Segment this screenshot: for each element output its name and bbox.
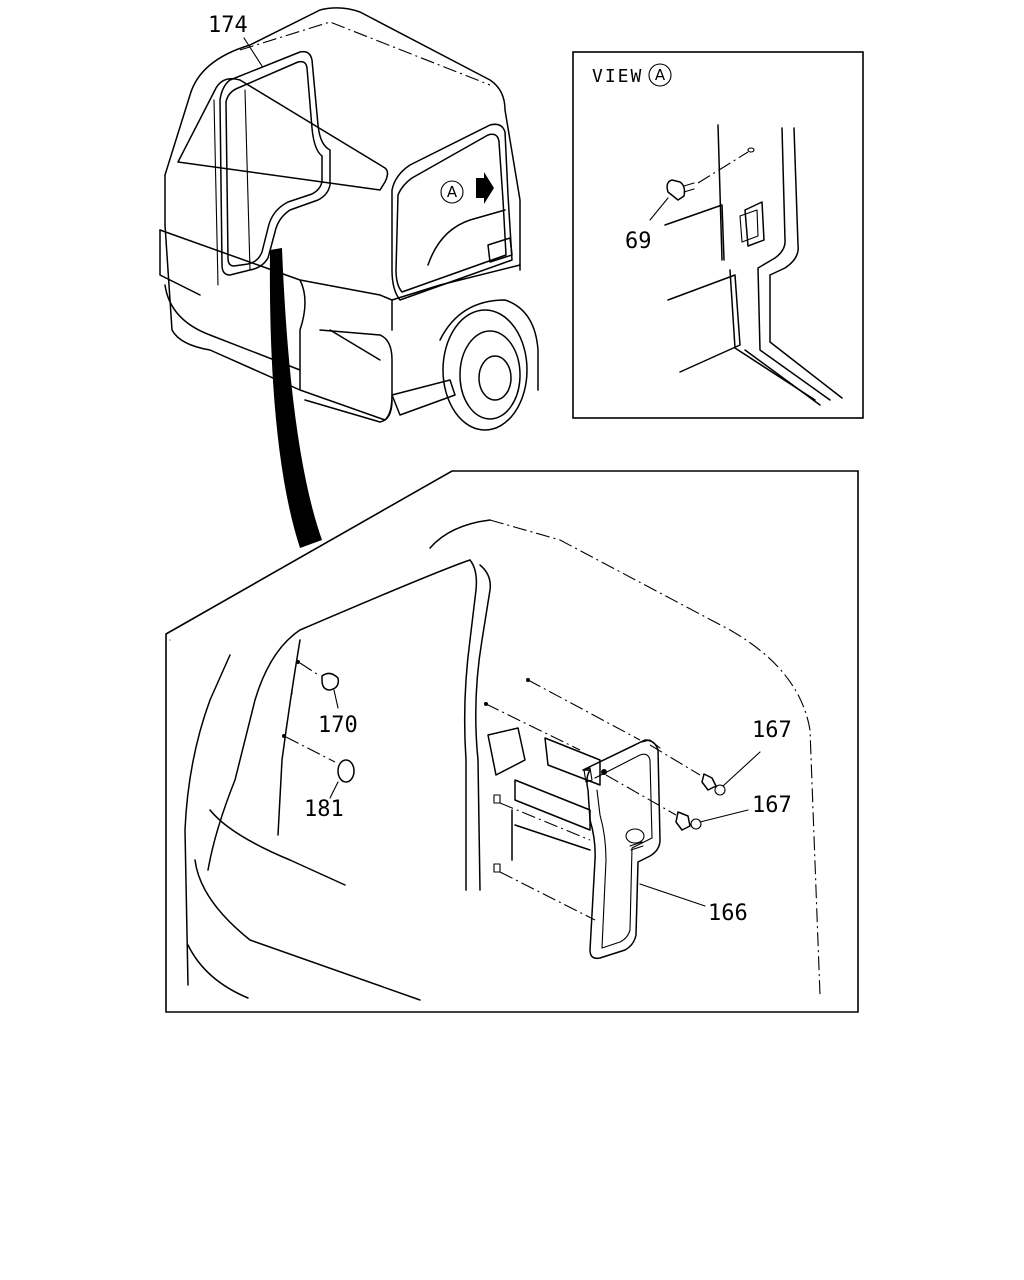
right-arrow-icon: [476, 172, 494, 204]
callout-174: 174: [208, 13, 248, 38]
callout-167-lower: 167: [752, 793, 792, 818]
view-title: VIEW: [592, 66, 643, 87]
callout-170: 170: [318, 713, 358, 738]
truck-view-marker: A: [447, 183, 458, 201]
detail-view: 167 167 166 170 181: [165, 470, 859, 1013]
view-a-frame: [572, 51, 864, 419]
callout-166: 166: [708, 901, 748, 926]
callout-167-upper: 167: [752, 718, 792, 743]
view-a-inset: VIEW A 69: [572, 51, 864, 419]
detail-pointer: [269, 248, 322, 548]
truck-cab-illustration: A 174: [159, 7, 539, 548]
detail-frame: [165, 470, 859, 1013]
view-marker: A: [655, 66, 666, 84]
callout-69: 69: [625, 229, 652, 254]
callout-181: 181: [304, 797, 344, 822]
